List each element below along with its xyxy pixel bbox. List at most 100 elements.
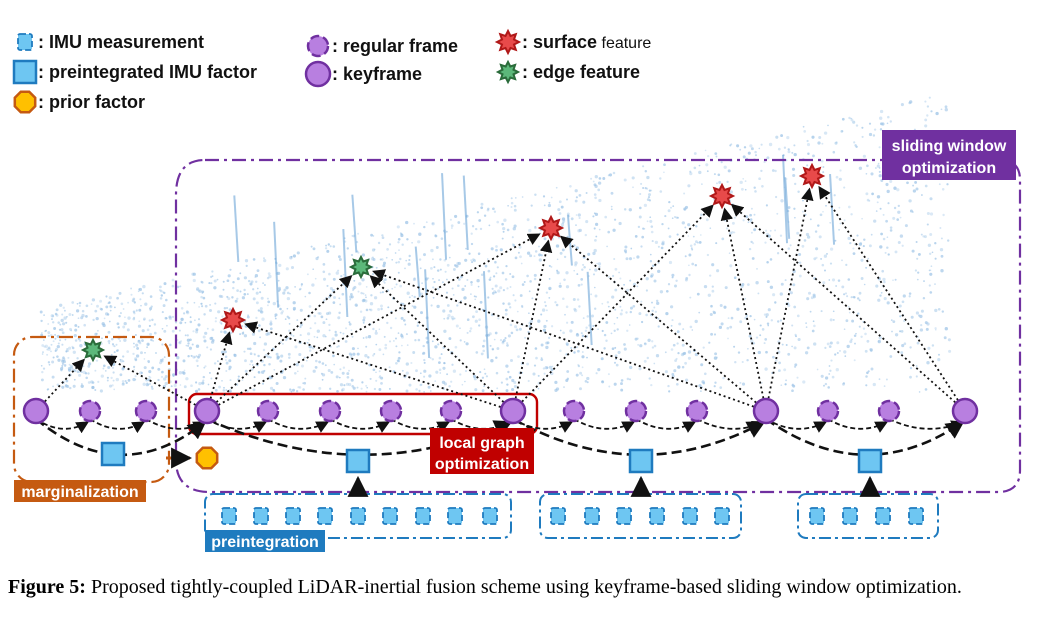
cloud-point <box>420 311 423 315</box>
cloud-point <box>149 295 153 298</box>
cloud-point <box>479 227 483 231</box>
cloud-point <box>691 248 694 251</box>
cloud-point <box>41 344 45 347</box>
cloud-point <box>776 252 780 255</box>
cloud-point <box>286 315 289 318</box>
cloud-point <box>195 344 200 348</box>
cloud-point <box>723 165 727 169</box>
cloud-point <box>335 271 339 275</box>
cloud-point <box>811 135 815 139</box>
cloud-point <box>524 336 527 339</box>
cloud-point <box>733 216 736 219</box>
cloud-point <box>616 316 619 319</box>
cloud-point <box>727 169 731 173</box>
cloud-point <box>351 385 354 388</box>
cloud-point <box>356 386 359 389</box>
cloud-point <box>165 298 168 302</box>
cloud-point <box>397 237 401 241</box>
cloud-point <box>684 278 688 282</box>
cloud-point <box>870 367 874 371</box>
cloud-point <box>206 327 209 330</box>
cloud-point <box>653 362 656 365</box>
cloud-point <box>506 383 509 386</box>
cloud-point <box>818 136 822 139</box>
cloud-point <box>163 282 167 286</box>
cloud-point <box>499 286 503 290</box>
cloud-point <box>47 388 50 391</box>
cloud-point <box>241 379 244 382</box>
cloud-point <box>533 273 537 277</box>
cloud-point <box>865 192 869 196</box>
cloud-point <box>754 154 758 157</box>
cloud-point <box>365 286 368 288</box>
cloud-point <box>847 305 850 308</box>
cloud-point <box>368 308 371 311</box>
cloud-point <box>626 329 629 332</box>
cloud-point <box>137 290 140 293</box>
cloud-point <box>127 301 130 304</box>
cloud-point <box>61 322 66 326</box>
cloud-point <box>439 258 442 261</box>
cloud-point <box>344 340 348 343</box>
cloud-point <box>878 167 881 169</box>
feature-arrow <box>215 275 353 403</box>
cloud-point <box>233 353 236 357</box>
cloud-point <box>108 301 111 304</box>
cloud-point <box>891 330 893 333</box>
cloud-point <box>841 130 844 133</box>
cloud-point <box>378 370 381 373</box>
imu-measurement <box>842 507 858 525</box>
cloud-point <box>801 210 805 213</box>
cloud-point <box>526 218 530 222</box>
cloud-point <box>509 286 512 288</box>
cloud-point <box>414 339 417 342</box>
cloud-point <box>99 299 103 303</box>
cloud-point <box>484 264 488 268</box>
cloud-point <box>466 279 469 281</box>
cloud-point <box>196 287 200 291</box>
cloud-point <box>783 368 787 372</box>
cloud-point <box>373 248 376 251</box>
cloud-point <box>822 281 826 285</box>
cloud-point <box>797 261 800 264</box>
cloud-point <box>545 319 548 322</box>
cloud-point <box>683 351 687 355</box>
cloud-point <box>368 363 372 367</box>
cloud-point <box>719 304 723 307</box>
cloud-point <box>328 272 331 276</box>
cloud-point <box>115 377 119 382</box>
cloud-point <box>765 229 768 232</box>
cloud-point <box>444 270 447 273</box>
cloud-point <box>630 247 633 250</box>
cloud-point <box>202 379 205 382</box>
cloud-point <box>839 350 841 352</box>
cloud-point <box>917 314 921 317</box>
cloud-point <box>321 373 326 377</box>
cloud-point <box>861 217 863 220</box>
cloud-point <box>674 216 676 218</box>
cloud-point <box>301 364 304 368</box>
cloud-point <box>61 313 64 316</box>
cloud-point <box>541 308 546 312</box>
cloud-point <box>457 301 460 304</box>
caption-text: Proposed tightly-coupled LiDAR-inertial … <box>90 576 962 598</box>
cloud-point <box>671 276 674 279</box>
cloud-point <box>643 227 646 230</box>
cloud-point <box>188 346 192 350</box>
cloud-point <box>716 182 718 185</box>
cloud-point <box>161 311 164 314</box>
cloud-point <box>314 322 317 325</box>
cloud-point <box>803 239 807 242</box>
cloud-point <box>202 335 206 339</box>
cloud-point <box>717 173 721 177</box>
cloud-point <box>346 247 349 250</box>
feature-arrow <box>818 185 959 401</box>
cloud-point <box>123 338 127 342</box>
cloud-point <box>476 211 480 214</box>
imu-measurement <box>285 507 301 525</box>
cloud-point <box>820 257 823 260</box>
cloud-point <box>470 242 474 246</box>
legend: : IMU measurement : preintegrated IMU fa… <box>12 28 651 114</box>
cloud-point <box>183 369 186 372</box>
cloud-point <box>488 224 491 227</box>
